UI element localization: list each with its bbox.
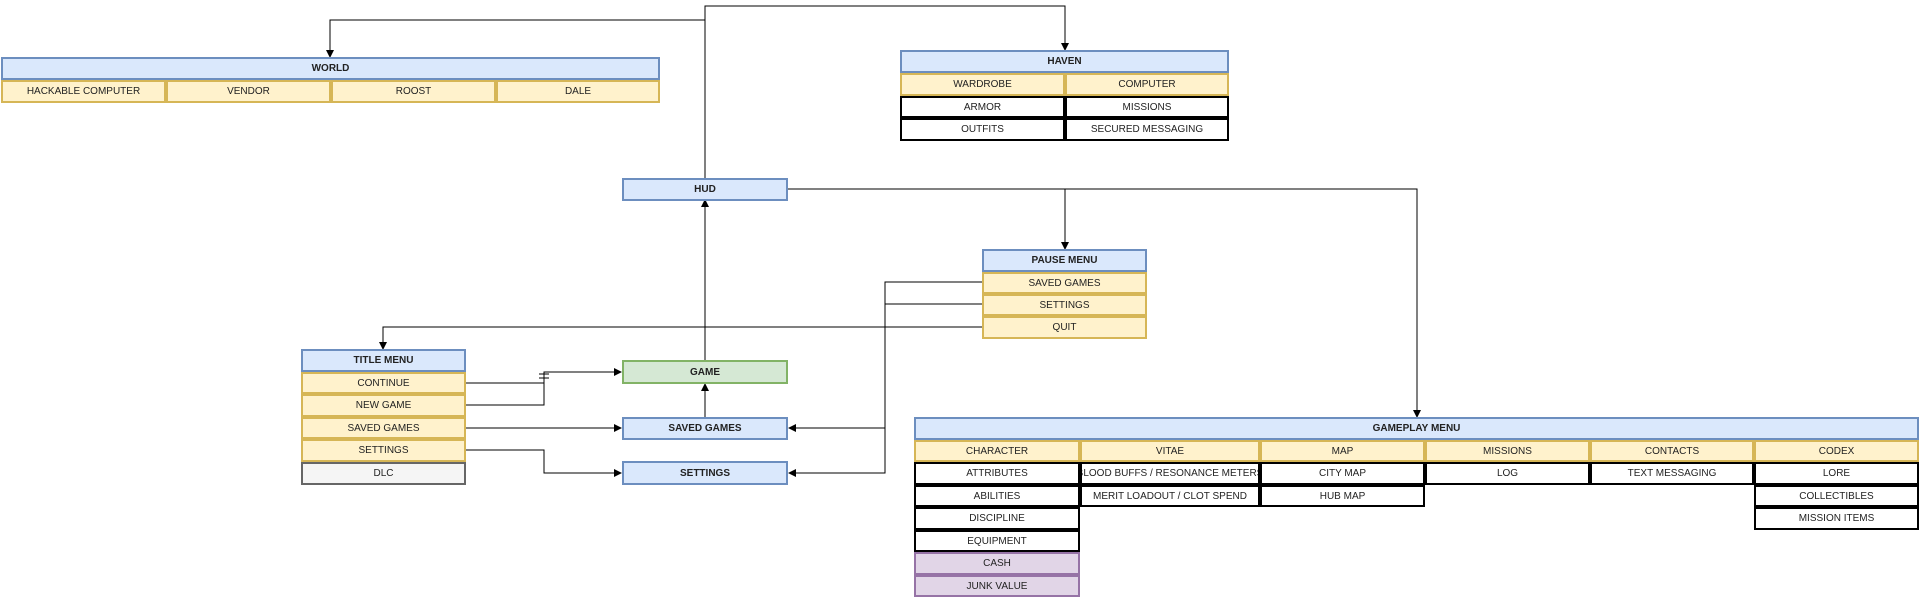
gameplay-cash: CASH — [914, 552, 1080, 575]
gameplay-blood-buffs: BLOOD BUFFS / RESONANCE METERS — [1080, 462, 1260, 485]
title-menu-header: TITLE MENU — [301, 349, 466, 372]
world-item-hackable-computer: HACKABLE COMPUTER — [1, 80, 166, 103]
edge-title-settings — [466, 449, 622, 477]
title-menu-continue: CONTINUE — [301, 372, 466, 394]
edge-pause-settings — [788, 303, 982, 477]
gameplay-abilities: ABILITIES — [914, 485, 1080, 507]
pause-menu-quit: QUIT — [982, 316, 1147, 339]
haven-armor: ARMOR — [900, 96, 1065, 118]
title-menu-saved-games: SAVED GAMES — [301, 417, 466, 439]
gameplay-text-messaging: TEXT MESSAGING — [1590, 462, 1754, 485]
gameplay-lore: LORE — [1754, 462, 1919, 485]
edge-pause-quit-to-title — [379, 326, 982, 350]
edge-new-game-to-game — [466, 372, 545, 406]
gameplay-attributes: ATTRIBUTES — [914, 462, 1080, 485]
world-item-roost: ROOST — [331, 80, 496, 103]
gameplay-equipment: EQUIPMENT — [914, 530, 1080, 552]
edge-hud-to-gameplay-menu — [1065, 188, 1421, 418]
gameplay-contacts: CONTACTS — [1590, 440, 1754, 462]
gameplay-mission-items: MISSION ITEMS — [1754, 507, 1919, 530]
title-menu-new-game: NEW GAME — [301, 394, 466, 417]
edge-hud-to-haven — [704, 5, 1069, 51]
gameplay-character: CHARACTER — [914, 440, 1080, 462]
gameplay-codex: CODEX — [1754, 440, 1919, 462]
edge-hud-to-world — [326, 19, 706, 178]
haven-outfits: OUTFITS — [900, 118, 1065, 141]
haven-wardrobe: WARDROBE — [900, 73, 1065, 96]
gameplay-merit-loadout: MERIT LOADOUT / CLOT SPEND — [1080, 485, 1260, 507]
gameplay-map: MAP — [1260, 440, 1425, 462]
gameplay-menu-header: GAMEPLAY MENU — [914, 417, 1919, 440]
gameplay-city-map: CITY MAP — [1260, 462, 1425, 485]
pause-menu-header: PAUSE MENU — [982, 249, 1147, 272]
title-menu-settings: SETTINGS — [301, 439, 466, 462]
gameplay-missions: MISSIONS — [1425, 440, 1590, 462]
world-item-dale: DALE — [496, 80, 660, 103]
gameplay-vitae: VITAE — [1080, 440, 1260, 462]
haven-secured-messaging: SECURED MESSAGING — [1065, 118, 1229, 141]
title-menu-dlc: DLC — [301, 462, 466, 485]
saved-games-node: SAVED GAMES — [622, 417, 788, 440]
world-header: WORLD — [1, 57, 660, 80]
gameplay-collectibles: COLLECTIBLES — [1754, 485, 1919, 507]
haven-missions: MISSIONS — [1065, 96, 1229, 118]
game-node: GAME — [622, 360, 788, 384]
gameplay-discipline: DISCIPLINE — [914, 507, 1080, 530]
pause-menu-settings: SETTINGS — [982, 294, 1147, 316]
haven-computer: COMPUTER — [1065, 73, 1229, 96]
edge-hud-to-pause-menu — [788, 188, 1069, 250]
haven-header: HAVEN — [900, 50, 1229, 73]
hud-node: HUD — [622, 178, 788, 201]
gameplay-log: LOG — [1425, 462, 1590, 485]
world-item-vendor: VENDOR — [166, 80, 331, 103]
settings-node: SETTINGS — [622, 461, 788, 485]
gameplay-junk-value: JUNK VALUE — [914, 575, 1080, 597]
gameplay-hub-map: HUB MAP — [1260, 485, 1425, 507]
pause-menu-saved-games: SAVED GAMES — [982, 272, 1147, 294]
